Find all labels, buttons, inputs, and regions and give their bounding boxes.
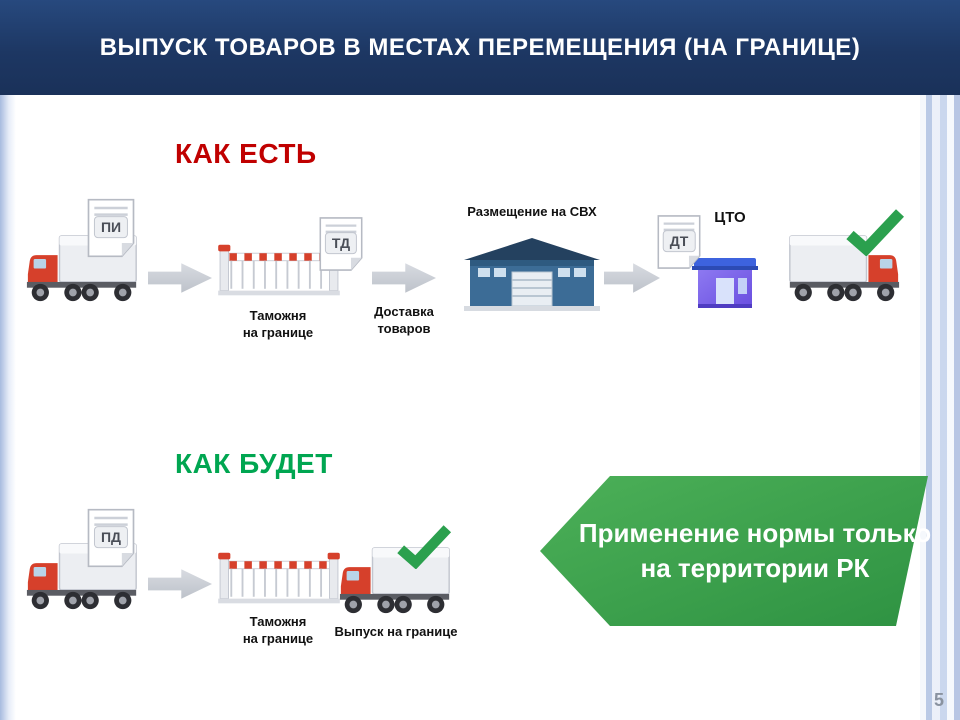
right-edge-decoration <box>920 0 960 720</box>
banner-arrow-shape <box>540 476 928 626</box>
slide-title: ВЫПУСК ТОВАРОВ В МЕСТАХ ПЕРЕМЕЩЕНИЯ (НА … <box>99 33 861 61</box>
banner-line-1: Применение нормы только <box>578 517 932 548</box>
page-number: 5 <box>933 690 944 710</box>
warehouse-icon <box>462 232 602 312</box>
banner: Применение нормы только на территории РК <box>538 474 932 628</box>
left-edge-decoration <box>0 0 16 720</box>
banner-text: Применение нормы только на территории РК <box>538 474 932 628</box>
document-td-label: ТД <box>324 232 358 255</box>
flow-arrow-icon <box>148 263 212 293</box>
truck-icon <box>786 232 901 307</box>
to-be-heading: КАК БУДЕТ <box>175 448 333 479</box>
customs-caption: Таможня на границе <box>242 614 314 646</box>
document-pi: ПИ <box>86 198 136 258</box>
warehouse-caption: Размещение на СВХ <box>467 204 597 219</box>
customs-gate-icon <box>218 550 340 608</box>
truck-icon <box>25 232 140 307</box>
checkmark-icon <box>396 524 452 569</box>
flow-arrow-icon <box>148 569 212 599</box>
checkmark-icon <box>845 208 905 256</box>
cto-caption: ЦТО <box>714 209 746 226</box>
title-bar: ВЫПУСК ТОВАРОВ В МЕСТАХ ПЕРЕМЕЩЕНИЯ (НА … <box>0 0 960 95</box>
document-dt: ДТ <box>656 214 702 270</box>
flow-arrow-icon <box>372 263 436 293</box>
document-pi-label: ПИ <box>93 216 129 239</box>
document-pd-label: ПД <box>93 526 129 549</box>
banner-line-2: на территории РК <box>640 553 870 583</box>
customs-caption: Таможня на границе <box>242 308 314 340</box>
flow-arrow-icon <box>604 263 660 293</box>
document-td: ТД <box>318 216 364 272</box>
document-dt-label: ДТ <box>662 230 696 253</box>
delivery-caption: Доставка товаров <box>374 304 434 336</box>
release-caption: Выпуск на границе <box>334 624 458 639</box>
as-is-heading: КАК ЕСТЬ <box>175 138 317 169</box>
document-pd: ПД <box>86 508 136 568</box>
cto-building-icon <box>688 250 762 314</box>
